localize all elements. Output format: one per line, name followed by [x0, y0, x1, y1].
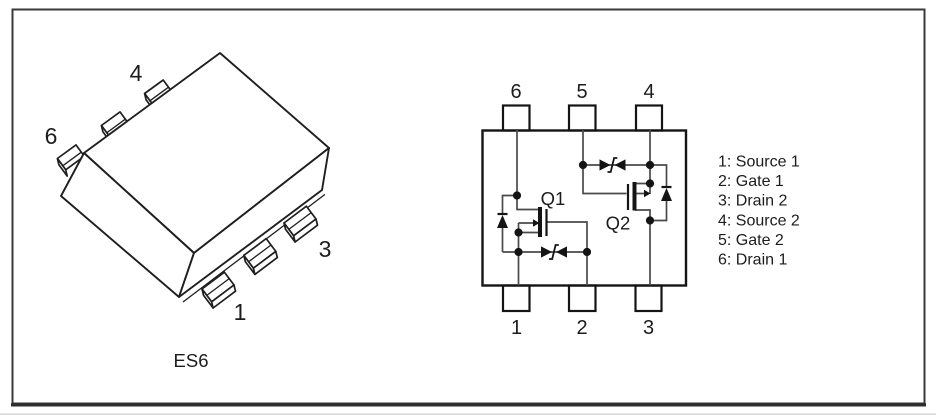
- package-lead-6: [56, 144, 86, 177]
- pinout-diagram: Q1 Q2 6 5: [481, 81, 688, 339]
- pin-label-1: 1: [511, 317, 522, 339]
- pin-label-6: 6: [510, 81, 521, 103]
- pin-6-pad: [501, 104, 531, 132]
- package-lead-1: [201, 271, 237, 309]
- package-name-label: ES6: [174, 350, 209, 371]
- junction-dot: [512, 191, 522, 200]
- q2-mosfet-symbol: [626, 182, 651, 211]
- pin-label-5: 5: [576, 81, 587, 103]
- legend-item-6: 6: Drain 1: [718, 252, 787, 269]
- junction-dot: [582, 247, 592, 257]
- package-pin-callout-6: 6: [45, 123, 58, 149]
- pin-3-pad: [634, 284, 663, 313]
- package-3d-view: 4 6 3 1 ES6: [45, 52, 332, 371]
- q2-label: Q2: [606, 213, 631, 234]
- pin-label-2: 2: [576, 317, 587, 339]
- pin-legend: 1: Source 1 2: Gate 1 3: Drain 2 4: Sour…: [718, 154, 800, 269]
- q1-mosfet-symbol: [533, 207, 548, 237]
- pin-5-pad: [567, 104, 597, 132]
- junction-dot: [514, 247, 523, 257]
- q1-body-arrow-icon: [533, 219, 540, 227]
- legend-item-2: 2: Gate 1: [718, 173, 784, 190]
- q1-gate-zener-icon: [541, 244, 567, 260]
- q1-label: Q1: [541, 188, 566, 209]
- pin-1-pad: [501, 284, 531, 313]
- q1-circuit: Q1: [497, 130, 592, 286]
- legend-item-5: 5: Gate 2: [718, 232, 784, 249]
- junction-dot: [645, 179, 655, 188]
- pin-label-3: 3: [643, 317, 654, 339]
- package-pin-callout-1: 1: [234, 299, 247, 325]
- q2-gate-zener-icon: [599, 157, 626, 173]
- package-outline: [481, 129, 688, 287]
- package-lead-3: [283, 205, 319, 243]
- junction-dot: [645, 160, 655, 170]
- legend-item-4: 4: Source 2: [718, 212, 800, 229]
- junction-dot: [645, 216, 655, 225]
- q1-body-diode-icon: [497, 212, 508, 228]
- junction-dot: [578, 160, 588, 170]
- legend-item-1: 1: Source 1: [718, 154, 800, 171]
- pin-label-4: 4: [643, 81, 654, 103]
- q2-body-diode-icon: [661, 185, 672, 201]
- pin-4-pad: [634, 104, 664, 132]
- package-pin-callout-4: 4: [130, 60, 143, 86]
- q2-circuit: Q2: [578, 130, 672, 286]
- package-lead-2: [242, 237, 279, 276]
- q2-wires: [582, 130, 668, 286]
- package-right-face: [178, 147, 330, 298]
- legend-item-3: 3: Drain 2: [718, 193, 787, 210]
- junction-dot: [514, 228, 523, 237]
- q2-body-arrow-icon: [644, 189, 651, 198]
- pin-2-pad: [567, 284, 597, 313]
- package-pin-callout-3: 3: [319, 236, 332, 262]
